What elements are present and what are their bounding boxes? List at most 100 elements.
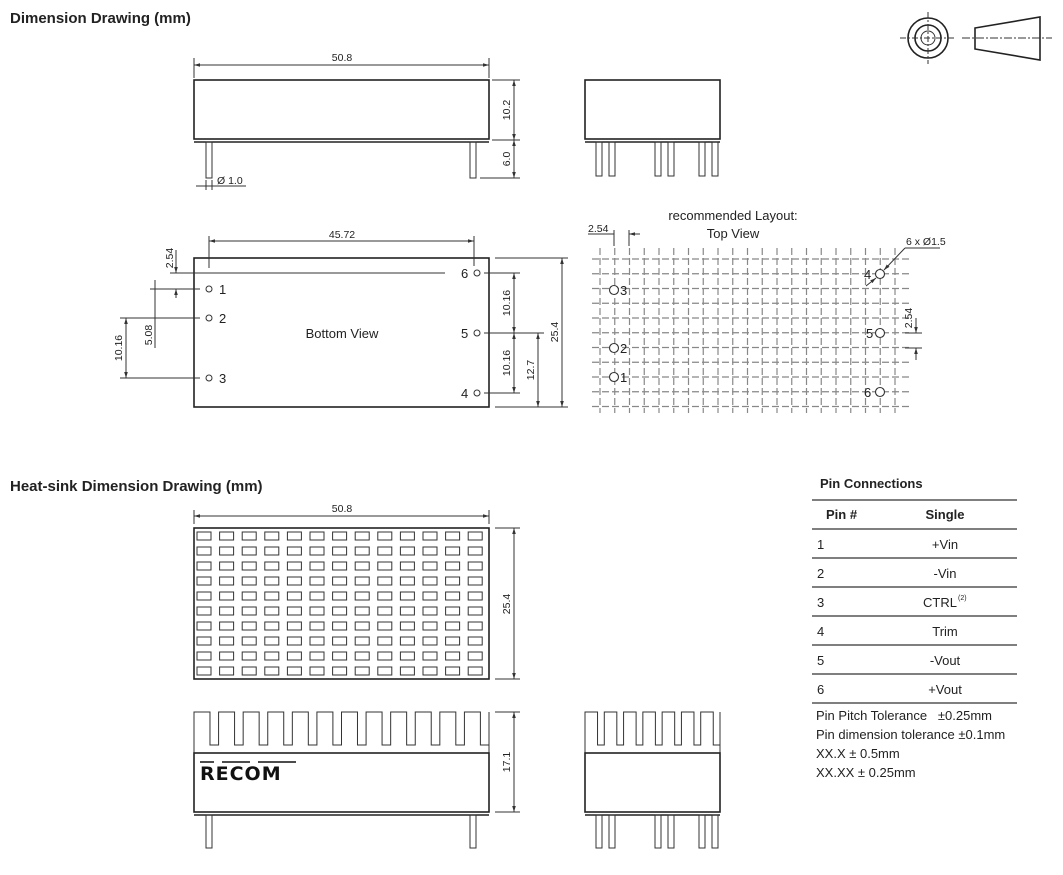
fin (354, 606, 370, 616)
fin (196, 546, 212, 556)
fin (286, 576, 302, 586)
fin (241, 546, 257, 556)
pin-label: 4 (461, 386, 468, 401)
fin (309, 636, 325, 646)
dim-width: 25.4 (549, 322, 561, 343)
dim-length: 50.8 (332, 52, 353, 64)
fin (309, 531, 325, 541)
dim-heatsink-width: 25.4 (501, 594, 513, 615)
fin (241, 531, 257, 541)
pin-label: 4 (864, 267, 871, 282)
layout-grid (592, 248, 910, 413)
fin (286, 531, 302, 541)
fin-grid (193, 527, 490, 680)
fin (286, 591, 302, 601)
dim-5-08: 5.08 (143, 325, 155, 346)
fin (241, 651, 257, 661)
footnote-ref: (2) (958, 595, 967, 602)
fin (422, 531, 438, 541)
fin (264, 666, 280, 676)
pin-function: +Vin (932, 537, 958, 552)
fin (467, 531, 483, 541)
fin (264, 606, 280, 616)
pin-number: 3 (817, 595, 824, 610)
fin (264, 546, 280, 556)
fin (332, 636, 348, 646)
table-title: Pin Connections (820, 476, 923, 491)
fin (422, 576, 438, 586)
fin (219, 546, 235, 556)
fin (377, 546, 393, 556)
fin (422, 651, 438, 661)
fin (332, 531, 348, 541)
fin (264, 561, 280, 571)
fin (264, 636, 280, 646)
fin (332, 546, 348, 556)
fin (467, 636, 483, 646)
table-row: 1+Vin (817, 537, 958, 552)
fin (467, 651, 483, 661)
pin-label: 1 (620, 370, 627, 385)
fin (196, 561, 212, 571)
fin (196, 636, 212, 646)
fin (264, 651, 280, 661)
heatsink-top-view: 50.8 25.4 (193, 503, 520, 680)
fin (219, 651, 235, 661)
fin (264, 591, 280, 601)
dim-grid-pitch: 2.54 (588, 223, 609, 235)
bottom-view-label: Bottom View (306, 326, 379, 341)
fin (332, 591, 348, 601)
pin-function: -Vin (934, 566, 957, 581)
pin-label: 5 (866, 326, 873, 341)
fin (354, 636, 370, 646)
dim-pin-span: 45.72 (329, 229, 355, 241)
note: Pin dimension tolerance ±0.1mm (816, 727, 1005, 742)
pin-number: 5 (817, 653, 824, 668)
fin (467, 666, 483, 676)
fin (467, 576, 483, 586)
fin (377, 531, 393, 541)
fin (332, 666, 348, 676)
note: XX.XX ± 0.25mm (816, 765, 916, 780)
fin (399, 651, 415, 661)
fin (422, 606, 438, 616)
fin (467, 606, 483, 616)
fin (445, 621, 461, 631)
fin (196, 591, 212, 601)
fin (196, 651, 212, 661)
fin (399, 531, 415, 541)
pin-function: +Vout (928, 682, 962, 697)
end-view (584, 79, 721, 177)
side-view: 50.8 10.2 6.0 Ø 1.0 (193, 52, 520, 190)
recom-logo: RECOM (200, 763, 282, 785)
fin (467, 591, 483, 601)
fin (354, 561, 370, 571)
fin (354, 666, 370, 676)
fin (354, 546, 370, 556)
fin (445, 561, 461, 571)
dim-pin-diameter: Ø 1.0 (217, 175, 243, 187)
dim-heatsink-height: 17.1 (501, 752, 513, 773)
fin (219, 636, 235, 646)
fin (309, 561, 325, 571)
fin (332, 621, 348, 631)
dim-10-16-right-lower: 10.16 (501, 350, 513, 376)
fin (332, 606, 348, 616)
dim-10-16-left: 10.16 (113, 335, 125, 361)
fin (399, 636, 415, 646)
fin (219, 576, 235, 586)
fin (445, 531, 461, 541)
fin (354, 531, 370, 541)
fin (309, 651, 325, 661)
heatsink-end-view (584, 711, 721, 849)
fin (354, 591, 370, 601)
fin (286, 561, 302, 571)
pin-number: 6 (817, 682, 824, 697)
dim-pitch-vertical: 2.54 (903, 308, 915, 329)
dim-12-7: 12.7 (525, 360, 537, 381)
fin (377, 591, 393, 601)
fin (399, 576, 415, 586)
fin (309, 591, 325, 601)
